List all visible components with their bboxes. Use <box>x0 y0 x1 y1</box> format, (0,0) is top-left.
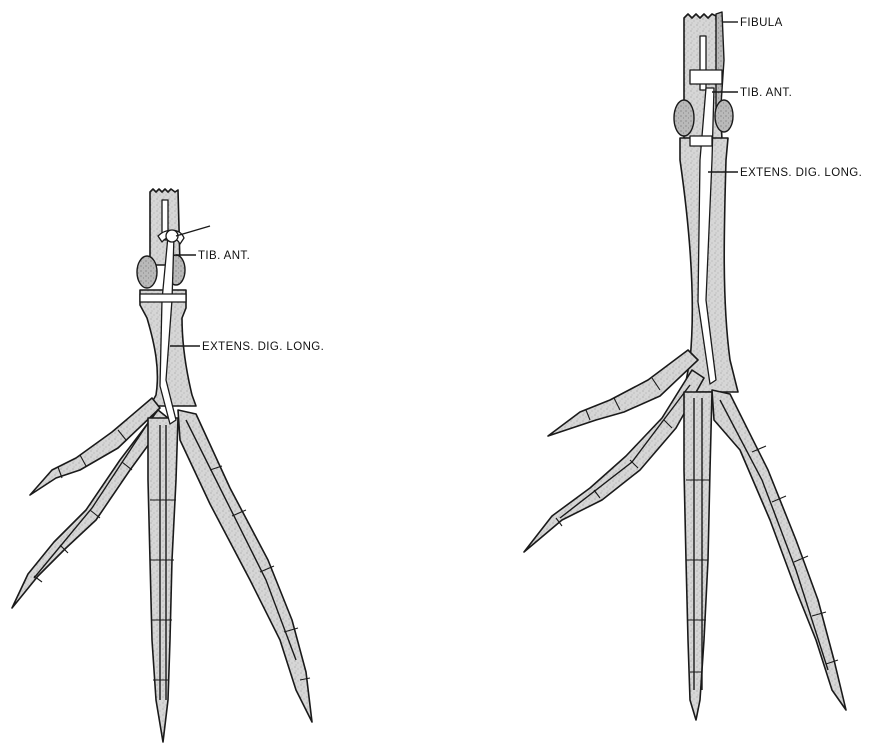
left-label-extens-dig-long: EXTENS. DIG. LONG. <box>202 341 324 353</box>
right-ankle-condyle-left <box>674 100 694 136</box>
right-label-extens-dig-long: EXTENS. DIG. LONG. <box>740 167 862 179</box>
right-label-fibula: FIBULA <box>740 17 783 29</box>
left-label-tib-ant: TIB. ANT. <box>198 250 250 262</box>
left-leader-tib-ant-upper <box>176 226 210 236</box>
left-ankle-condyle-left <box>137 256 157 288</box>
right-foot-drawing: FIBULA TIB. ANT. EXTENS. DIG. LONG. <box>524 12 862 720</box>
right-ankle-condyle-right <box>715 100 733 132</box>
right-label-tib-ant: TIB. ANT. <box>740 87 792 99</box>
left-foot-drawing: TIB. ANT. EXTENS. DIG. LONG. <box>12 189 324 742</box>
left-toe-outer <box>178 410 312 722</box>
left-toe-middle <box>148 418 178 742</box>
left-toe-inner-lower <box>12 410 168 608</box>
right-toe-middle <box>684 392 712 720</box>
